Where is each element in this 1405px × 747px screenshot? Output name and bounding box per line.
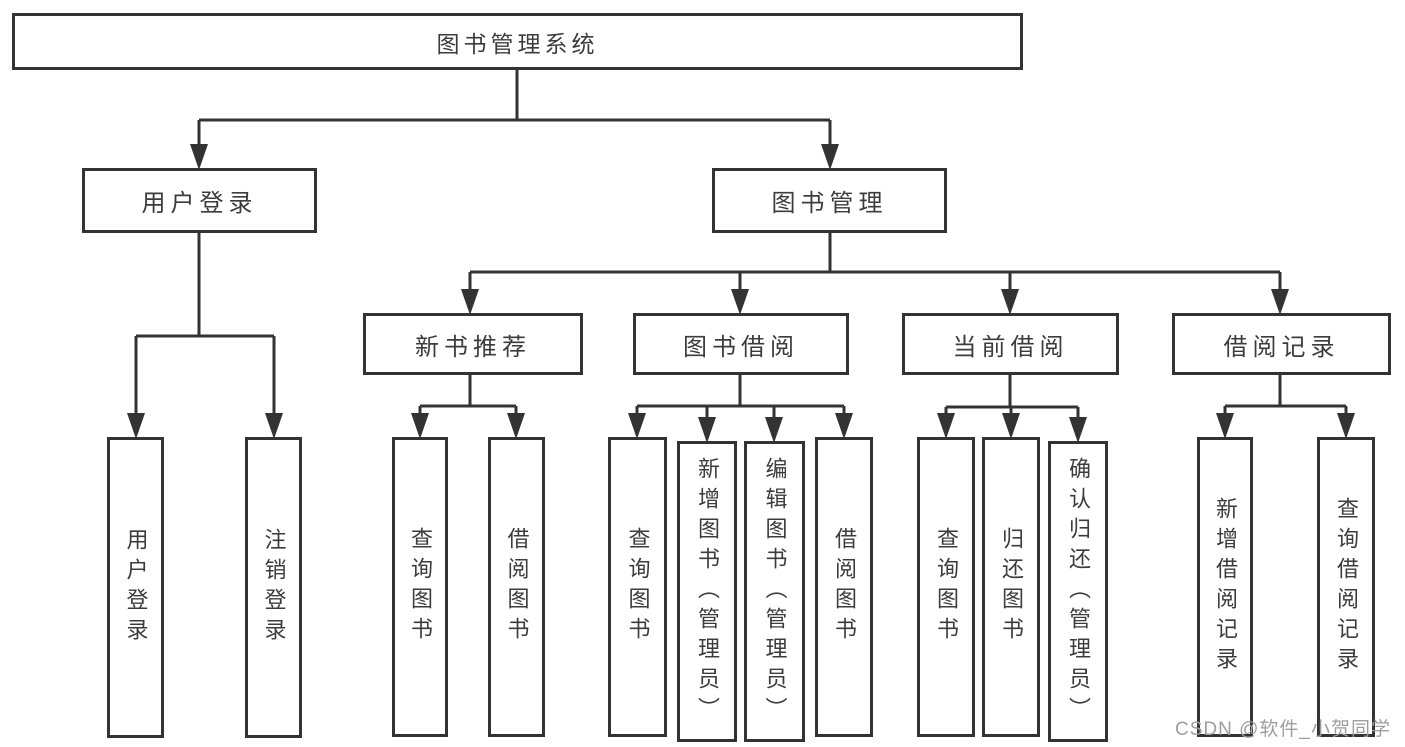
node-user-login-label: 用户登录 xyxy=(141,190,258,217)
leaf-bb-edit-books-admin-label: 编辑图书（管理员） xyxy=(762,456,788,727)
leaf-bb-edit-books-admin: 编辑图书（管理员） xyxy=(744,441,805,742)
leaf-cb-query-books: 查询图书 xyxy=(917,437,975,737)
leaf-user-login: 用户登录 xyxy=(107,437,164,738)
leaf-br-add-record-label: 新增借阅记录 xyxy=(1213,497,1238,677)
leaf-bb-add-books-admin-label: 新增图书（管理员） xyxy=(695,456,720,727)
leaf-nb-query-books: 查询图书 xyxy=(392,437,448,737)
node-borrow-records: 借阅记录 xyxy=(1172,313,1391,375)
leaf-cb-query-books-label: 查询图书 xyxy=(934,527,959,647)
leaf-nb-borrow-books: 借阅图书 xyxy=(488,437,545,737)
leaf-nb-borrow-books-label: 借阅图书 xyxy=(504,527,530,647)
csdn-watermark: CSDN @软件_小贺同学 xyxy=(1175,719,1391,740)
leaf-cb-return-books: 归还图书 xyxy=(982,437,1040,737)
leaf-cb-return-books-label: 归还图书 xyxy=(999,527,1024,647)
node-current-borrowing: 当前借阅 xyxy=(902,313,1119,375)
leaf-br-query-record: 查询借阅记录 xyxy=(1317,437,1375,737)
leaf-nb-query-books-label: 查询图书 xyxy=(408,527,433,647)
node-user-login: 用户登录 xyxy=(82,168,317,233)
leaf-bb-query-books: 查询图书 xyxy=(608,437,667,737)
node-borrow-records-label: 借阅记录 xyxy=(1223,333,1340,361)
node-new-book-recommend: 新书推荐 xyxy=(363,313,583,375)
leaf-user-login-label: 用户登录 xyxy=(123,527,149,648)
node-current-borrowing-label: 当前借阅 xyxy=(952,333,1069,361)
leaf-bb-borrow-books: 借阅图书 xyxy=(815,437,873,737)
leaf-logout-label: 注销登录 xyxy=(261,527,287,648)
node-book-borrowing: 图书借阅 xyxy=(633,313,849,375)
leaf-br-add-record: 新增借阅记录 xyxy=(1197,437,1253,737)
leaf-cb-confirm-return-admin: 确认归还（管理员） xyxy=(1048,441,1108,742)
leaf-bb-query-books-label: 查询图书 xyxy=(625,527,651,647)
node-root: 图书管理系统 xyxy=(12,13,1023,70)
node-book-management: 图书管理 xyxy=(712,168,947,233)
leaf-bb-borrow-books-label: 借阅图书 xyxy=(832,527,857,647)
leaf-bb-add-books-admin: 新增图书（管理员） xyxy=(677,441,737,742)
leaf-logout: 注销登录 xyxy=(245,437,302,738)
node-book-borrowing-label: 图书借阅 xyxy=(683,333,799,361)
node-new-book-recommend-label: 新书推荐 xyxy=(415,333,531,361)
leaf-cb-confirm-return-admin-label: 确认归还（管理员） xyxy=(1066,456,1091,727)
node-book-management-label: 图书管理 xyxy=(771,190,888,217)
node-root-label: 图书管理系统 xyxy=(436,30,599,57)
leaf-br-query-record-label: 查询借阅记录 xyxy=(1334,497,1359,677)
